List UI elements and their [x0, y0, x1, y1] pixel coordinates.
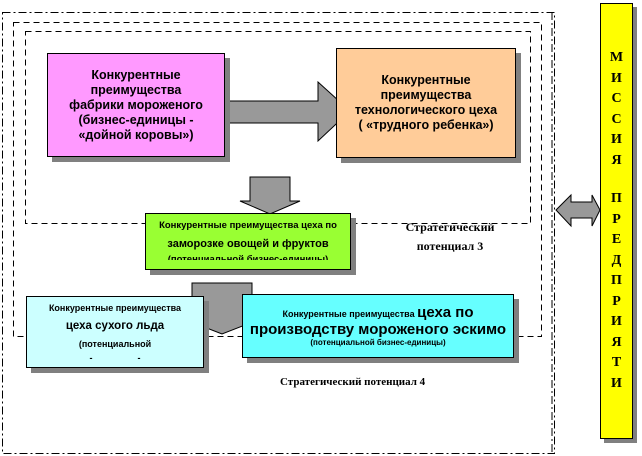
box-text-line: Конкурентные преимущества цеха по	[159, 220, 337, 231]
mission-letter: Е	[611, 232, 622, 247]
arrow-right-icon	[225, 80, 351, 143]
mission-letter: С	[611, 111, 622, 127]
eskimo-shop-box: Конкурентные преимущества цеха по произв…	[242, 294, 514, 358]
mission-letter: Д	[611, 252, 622, 268]
inner-frame-strategic-potential-3	[25, 31, 531, 224]
box-text-line: ( «трудного ребенка»)	[358, 118, 494, 132]
box-text-line: преимущества	[90, 82, 182, 97]
arrow-down-icon	[239, 176, 301, 215]
box-text-line: технологического цеха	[354, 103, 498, 117]
outer-frame-strategic-potential-4	[2, 12, 555, 454]
mission-of-enterprise-bar: М И С С И Я П Р Е Д П Р И Я Т И	[600, 3, 633, 439]
box-text-line: Конкурентные	[91, 67, 181, 82]
box-text-line: цеха сухого льда	[65, 320, 165, 332]
box-text-line: Конкурентные	[381, 73, 471, 87]
mission-letter: Я	[611, 334, 622, 350]
label-line: Стратегический	[405, 220, 495, 234]
dry-ice-shop-box: Конкурентные преимущества цеха сухого ль…	[26, 296, 204, 368]
box-text-line: преимущества	[380, 88, 472, 102]
mission-letter: Р	[612, 293, 621, 309]
box-text-line: фабрики мороженого	[69, 97, 203, 112]
mission-letter: М	[609, 50, 624, 65]
label-line: потенциал 3	[416, 239, 484, 253]
box-text-small: Конкурентные преимущества	[282, 308, 415, 319]
mission-letter: И	[611, 70, 622, 86]
freezing-shop-box: Конкурентные преимущества цеха по заморо…	[145, 213, 351, 270]
technological-shop-box: Конкурентные преимущества технологическо…	[336, 48, 516, 158]
box-text-big: цеха по	[417, 303, 474, 321]
mission-letter: Т	[611, 355, 622, 370]
ice-cream-factory-box: Конкурентные преимущества фабрики мороже…	[47, 53, 225, 157]
box-text-line: - -	[89, 353, 141, 363]
mission-letter: С	[611, 91, 622, 106]
mission-letter: И	[611, 132, 622, 147]
mission-letter: И	[611, 314, 622, 329]
mission-letter: И	[611, 375, 622, 391]
box-text-line: Конкурентные преимущества цеха по	[282, 305, 473, 322]
box-text-line: (потенциальной	[78, 339, 152, 349]
mission-letter: П	[611, 273, 622, 288]
strategic-potential-4-label: Стратегический потенциал 4	[280, 376, 426, 388]
mission-letter: П	[611, 191, 622, 206]
mission-letter: Я	[611, 152, 622, 168]
box-text-line: (бизнес-единицы -	[78, 112, 194, 127]
box-text-line: (потенциальной бизнес-единицы)	[167, 254, 329, 260]
mission-letter: Р	[612, 211, 621, 227]
strategic-potential-3-label: Стратегический потенциал 3	[385, 218, 515, 256]
box-text-line: (потенциальной бизнес-единицы)	[310, 337, 446, 347]
box-text-line: «дойной коровы»)	[78, 127, 194, 142]
box-text-line: Конкурентные преимущества	[48, 303, 182, 313]
box-text-line: производству мороженого эскимо	[249, 320, 507, 338]
box-text-line: заморозке овощей и фруктов	[167, 238, 329, 250]
double-arrow-icon	[555, 193, 601, 228]
